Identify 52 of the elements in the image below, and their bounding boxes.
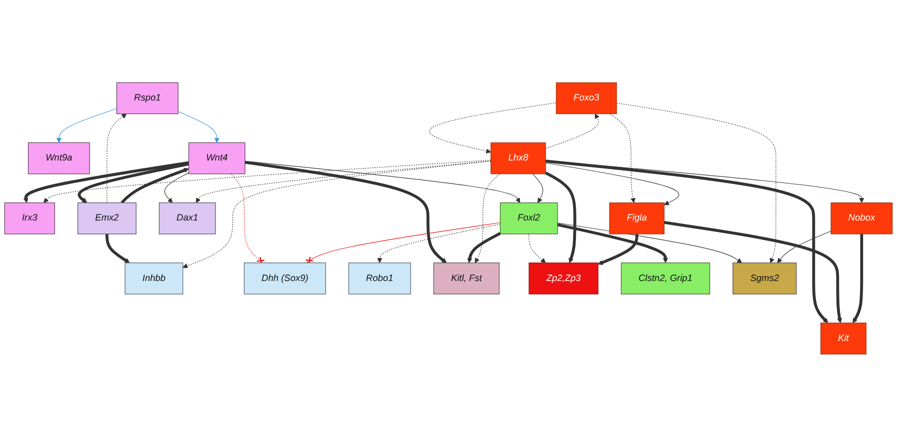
node-box [188, 142, 246, 174]
connector [305, 222, 501, 264]
arrow [609, 113, 636, 203]
arrow [616, 102, 776, 263]
node-box [124, 262, 184, 294]
arrow [106, 234, 130, 263]
arrow [164, 172, 190, 203]
arrow [106, 113, 127, 203]
arrow [178, 110, 220, 143]
arrow [377, 223, 501, 263]
node-box [244, 262, 326, 294]
arrow [777, 230, 832, 263]
node-box [528, 262, 598, 294]
node-box [116, 82, 178, 114]
node-box [158, 202, 216, 234]
arrow [852, 234, 864, 323]
node-box [732, 262, 797, 294]
arrow [528, 233, 546, 263]
arrow [244, 160, 447, 263]
arrow [467, 232, 501, 263]
arrow [182, 160, 492, 268]
arrow [545, 162, 680, 205]
node-box [820, 322, 866, 354]
node-box [500, 202, 558, 234]
arrow [557, 222, 668, 263]
node-box [433, 262, 500, 294]
arrow [44, 159, 492, 203]
node-box [348, 262, 411, 294]
arrow [545, 113, 600, 149]
arrow [244, 160, 520, 203]
arrow [474, 173, 500, 263]
node-box [28, 142, 90, 174]
node-box [609, 202, 664, 234]
arrow [120, 168, 189, 204]
arrow [78, 162, 190, 203]
node-box [556, 82, 617, 114]
gene-network-diagram: Rspo1 Foxo3 Wnt9a Wnt4 Lhx8 Irx3 Emx2 Dax1 Foxl2 Figla Nobox Inhbb Dhh (Sox9) Robo1 Kitl, Fst Zp2,Zp3 Clstn2, Grip1 Sgms2 Kit [0, 78, 897, 358]
node-box [830, 202, 893, 234]
arrow [598, 234, 638, 265]
arrow [664, 220, 842, 323]
arrow [23, 160, 189, 203]
arrow [196, 160, 492, 203]
arrow [545, 159, 828, 323]
arrow [532, 173, 544, 203]
arrow [429, 102, 556, 154]
arrow [56, 108, 118, 143]
arrow [557, 222, 742, 263]
arrow [544, 171, 576, 263]
node-box [4, 202, 55, 234]
node-box [620, 262, 710, 294]
node-box [490, 142, 546, 174]
node-box [78, 202, 136, 234]
